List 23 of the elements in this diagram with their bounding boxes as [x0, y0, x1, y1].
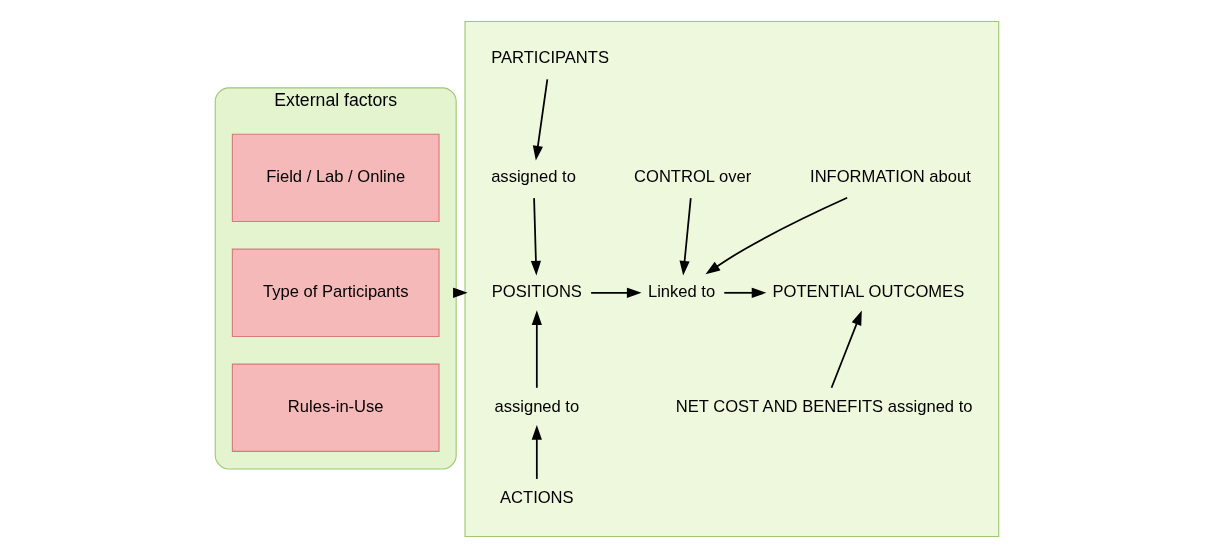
arrow [532, 78, 548, 161]
arrow [531, 310, 542, 389]
node-box: Field / Lab / Online [231, 133, 440, 223]
node-text: assigned to [493, 396, 579, 416]
node-text: NET COST AND BENEFITS assigned to [675, 396, 972, 416]
arrow [589, 287, 641, 298]
node-text: assigned to [490, 166, 576, 186]
node-text: CONTROL over [633, 166, 751, 186]
node-box: Rules-in-Use [231, 363, 440, 452]
arrow [531, 425, 542, 480]
node-text: POSITIONS [491, 281, 582, 301]
node-text: Linked to [647, 281, 715, 301]
node-text: POTENTIAL OUTCOMES [771, 281, 964, 301]
node-text: ACTIONS [499, 487, 574, 507]
arrow [830, 310, 862, 389]
arrow [679, 197, 692, 276]
node-text: PARTICIPANTS [490, 47, 609, 67]
node-text: INFORMATION about [809, 166, 971, 186]
arrow [722, 287, 766, 298]
cluster [463, 20, 999, 538]
arrow [530, 197, 541, 276]
arrow [705, 196, 848, 275]
node-box: Type of Participants [231, 248, 440, 337]
